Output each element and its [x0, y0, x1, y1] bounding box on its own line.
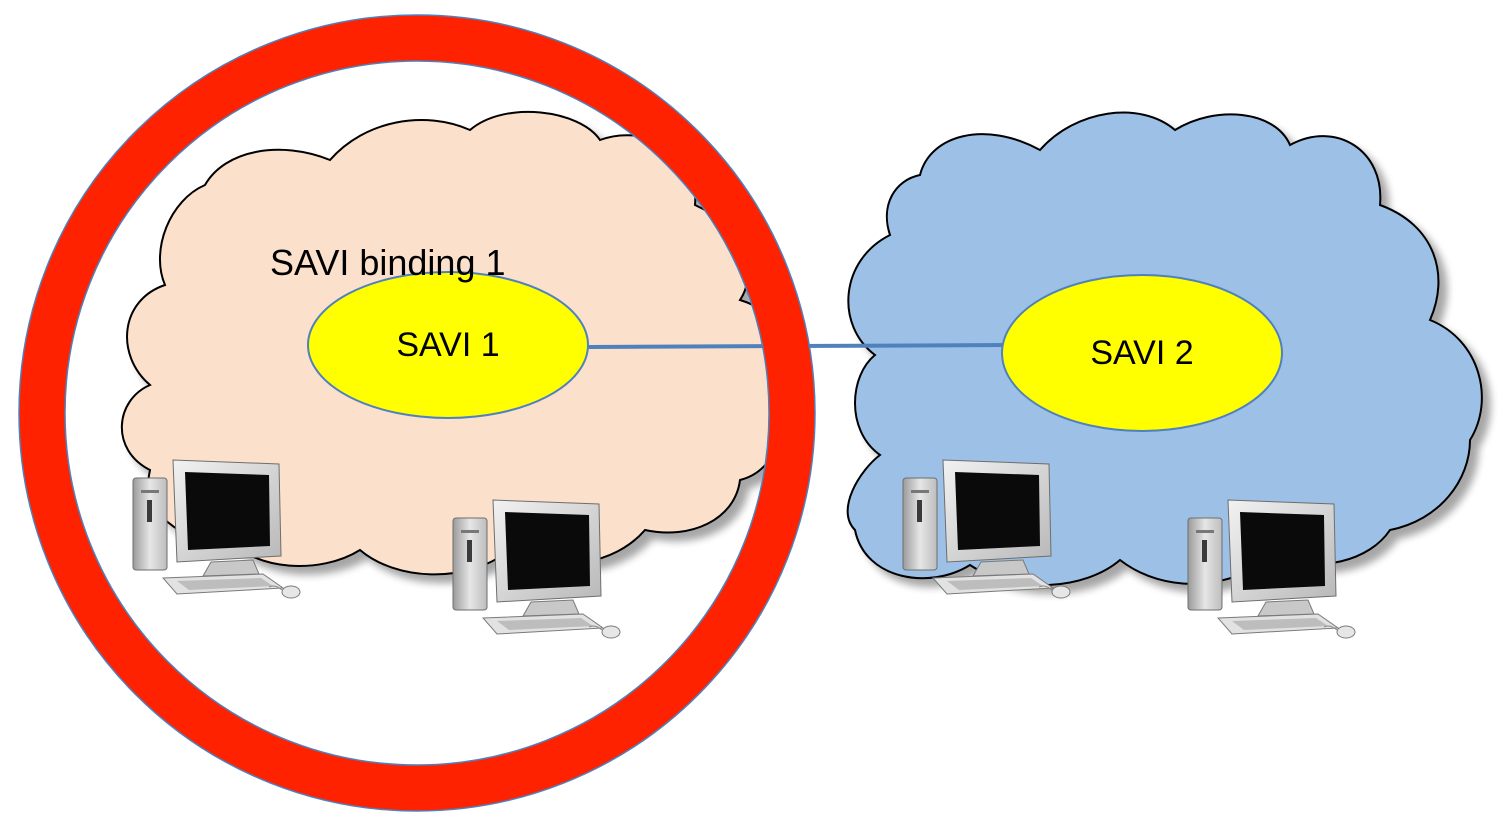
highlight-ring-outer-edge	[18, 14, 816, 812]
savi-node-1-label: SAVI 1	[396, 326, 499, 364]
host-computer-4-icon[interactable]	[1187, 499, 1356, 639]
binding-label: SAVI binding 1	[270, 242, 506, 283]
host-computer-1-icon[interactable]	[132, 459, 301, 599]
savi-node-2-label: SAVI 2	[1090, 334, 1193, 372]
highlight-ring	[19, 15, 815, 811]
highlight-ring-inner-edge	[64, 60, 770, 766]
savi-node-2[interactable]: SAVI 2	[1001, 274, 1283, 432]
savi-node-1[interactable]: SAVI 1	[307, 271, 589, 419]
host-computer-2-icon[interactable]	[452, 499, 621, 639]
